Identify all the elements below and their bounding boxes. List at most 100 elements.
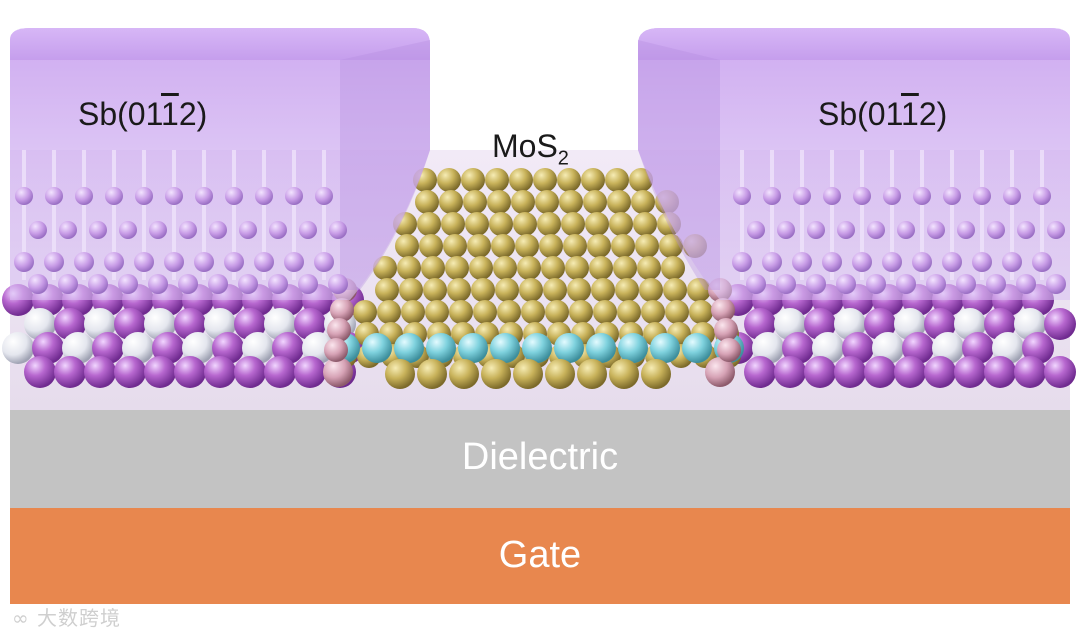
dielectric-label: Dielectric — [461, 436, 619, 478]
sulfur-atom — [559, 190, 583, 214]
contact-atom — [45, 187, 63, 205]
sulfur-atom — [613, 256, 637, 280]
contact-atom — [867, 221, 885, 239]
sulfur-atom — [443, 234, 467, 258]
sb-atom — [234, 356, 266, 388]
sulfur-atom — [461, 168, 485, 192]
sb-atom — [24, 356, 56, 388]
molybdenum-atom — [586, 333, 616, 363]
contact-atom — [315, 187, 333, 205]
contact-atom — [178, 274, 198, 294]
sulfur-atom — [401, 300, 425, 324]
sulfur-atom — [539, 234, 563, 258]
sulfur-atom — [635, 234, 659, 258]
contact-atom — [942, 252, 962, 272]
sulfur-atom — [511, 190, 535, 214]
contact-atom — [254, 252, 274, 272]
sulfur-atom — [591, 278, 615, 302]
contact-atom — [15, 187, 33, 205]
sulfur-atom — [519, 278, 543, 302]
sulfur-atom — [399, 278, 423, 302]
contact-atom — [1002, 252, 1022, 272]
contact-atom — [837, 221, 855, 239]
contact-atom — [298, 274, 318, 294]
sulfur-atom — [665, 300, 689, 324]
contact-atom — [972, 252, 992, 272]
right-sb-contact — [638, 28, 1070, 300]
molybdenum-atom — [554, 333, 584, 363]
contact-atom — [255, 187, 273, 205]
interface-atom — [327, 318, 351, 342]
gate-layer — [10, 508, 1070, 604]
sulfur-atom — [385, 359, 415, 389]
sb-atom — [294, 356, 326, 388]
contact-atom — [28, 274, 48, 294]
sulfur-atom — [545, 300, 569, 324]
contact-atom — [149, 221, 167, 239]
sb-atom-lattice — [2, 284, 1076, 388]
contact-atom — [956, 274, 976, 294]
sulfur-atom — [639, 278, 663, 302]
sulfur-atom — [495, 278, 519, 302]
sb-atom — [774, 356, 806, 388]
contact-atom — [285, 187, 303, 205]
contact-atom — [135, 187, 153, 205]
sulfur-atom — [659, 234, 683, 258]
contact-atom — [299, 221, 317, 239]
contact-atom — [209, 221, 227, 239]
right-contact-lattice — [732, 150, 1066, 294]
molybdenum-atom — [426, 333, 456, 363]
molybdenum-atom — [522, 333, 552, 363]
sulfur-atom — [473, 300, 497, 324]
contact-atom — [807, 221, 825, 239]
contact-atom — [268, 274, 288, 294]
contact-atom — [776, 274, 796, 294]
contact-atom — [14, 252, 34, 272]
sb-atom — [174, 356, 206, 388]
contact-atom — [912, 252, 932, 272]
sulfur-atom — [617, 300, 641, 324]
sulfur-atom — [689, 300, 713, 324]
sulfur-atom — [449, 359, 479, 389]
left-contact-label: Sb(0112) — [78, 96, 208, 132]
contact-atom — [897, 221, 915, 239]
contact-atom — [105, 187, 123, 205]
sb-atom — [984, 356, 1016, 388]
sulfur-atom — [375, 278, 399, 302]
contact-atom — [733, 187, 751, 205]
contact-atom — [883, 187, 901, 205]
contact-atom — [224, 252, 244, 272]
sulfur-atom — [569, 300, 593, 324]
sb-atom — [264, 356, 296, 388]
interface-atom — [330, 298, 354, 322]
contact-atom — [1003, 187, 1021, 205]
sulfur-atom — [497, 300, 521, 324]
sulfur-atom — [587, 234, 611, 258]
channel-label: MoS2 — [492, 128, 569, 170]
contact-atom — [1033, 187, 1051, 205]
contact-atom — [118, 274, 138, 294]
contact-atom — [777, 221, 795, 239]
contact-atom — [328, 274, 348, 294]
contact-atom — [822, 252, 842, 272]
contact-atom — [973, 187, 991, 205]
left-sb-contact — [10, 28, 430, 300]
contact-atom — [165, 187, 183, 205]
molybdenum-atom — [458, 333, 488, 363]
sulfur-atom — [637, 256, 661, 280]
contact-atom — [747, 221, 765, 239]
contact-atom — [119, 221, 137, 239]
sulfur-atom — [515, 234, 539, 258]
sulfur-atom — [441, 212, 465, 236]
contact-atom — [926, 274, 946, 294]
interface-atom — [717, 338, 741, 362]
sulfur-atom — [633, 212, 657, 236]
contact-atom — [1047, 221, 1065, 239]
molybdenum-atom — [490, 333, 520, 363]
sulfur-atom — [609, 212, 633, 236]
contact-atom — [239, 221, 257, 239]
sb-atom — [84, 356, 116, 388]
molybdenum-atom — [394, 333, 424, 363]
sulfur-atom — [487, 190, 511, 214]
